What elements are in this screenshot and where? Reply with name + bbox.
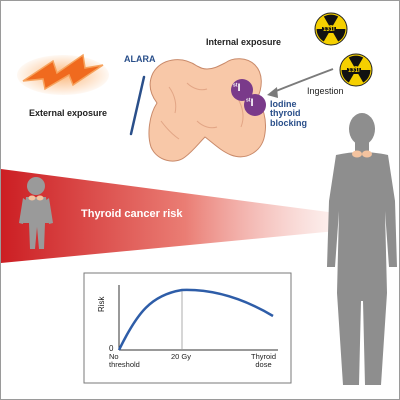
iodine-blocking-line-1: Iodine — [270, 99, 297, 109]
risk-wedge — [1, 169, 336, 263]
isotope-label-top: 131I — [322, 27, 336, 34]
iodine-symbol-upper: stI — [233, 82, 241, 95]
alara-line — [129, 75, 146, 136]
iodine-symbol-lower: stI — [246, 97, 254, 110]
chart-y-label: Risk — [97, 296, 106, 312]
chart-tick-no-threshold-line-1: No — [109, 352, 119, 361]
iodine-dot-lower — [244, 94, 266, 116]
iodine-mass-prefix-upper: st — [233, 82, 238, 89]
ingestion-label: Ingestion — [307, 86, 344, 96]
chart-tick-20gy: 20 Gy — [171, 352, 192, 361]
iodine-mass-prefix-lower: st — [246, 97, 251, 104]
chart-x-label: Thyroid dose — [251, 353, 276, 369]
chart-x-label-line-2: dose — [255, 359, 272, 369]
chart-tick-no-threshold-line-2: threshold — [109, 359, 140, 369]
iodine-blocking-line-2: thyroid — [270, 108, 301, 119]
thyroid-cancer-risk-label: Thyroid cancer risk — [81, 208, 183, 220]
child-thyroid-icon — [28, 195, 44, 201]
iodine-blocking-line-3: blocking — [270, 117, 308, 128]
iodine-blocking-label: Iodine thyroid blocking — [270, 99, 308, 128]
isotope-label-bottom: 131I — [347, 68, 361, 75]
risk-curve — [117, 288, 274, 351]
iodine-letter-upper: I — [237, 82, 241, 94]
chart-x-label-line-1: Thyroid — [251, 352, 277, 361]
trefoil-blade — [323, 14, 339, 26]
ingestion-arrow — [267, 68, 334, 98]
trefoil-blade — [357, 70, 371, 83]
child-silhouette-icon — [19, 177, 53, 249]
iodine-letter-lower: I — [250, 97, 254, 109]
trefoil-blade — [348, 55, 364, 67]
adult-silhouette-icon — [327, 113, 397, 385]
chart-tick-no-threshold: No threshold — [109, 353, 140, 369]
trefoil-blade — [332, 29, 346, 42]
adult-thyroid-icon — [352, 150, 372, 158]
iodine-dot-upper — [231, 79, 253, 101]
chart-origin-label: 0 — [109, 344, 114, 353]
lightning-icon — [17, 53, 109, 95]
internal-exposure-label: Internal exposure — [206, 37, 282, 47]
external-exposure-label: External exposure — [29, 108, 108, 118]
alara-label: ALARA — [124, 54, 156, 64]
